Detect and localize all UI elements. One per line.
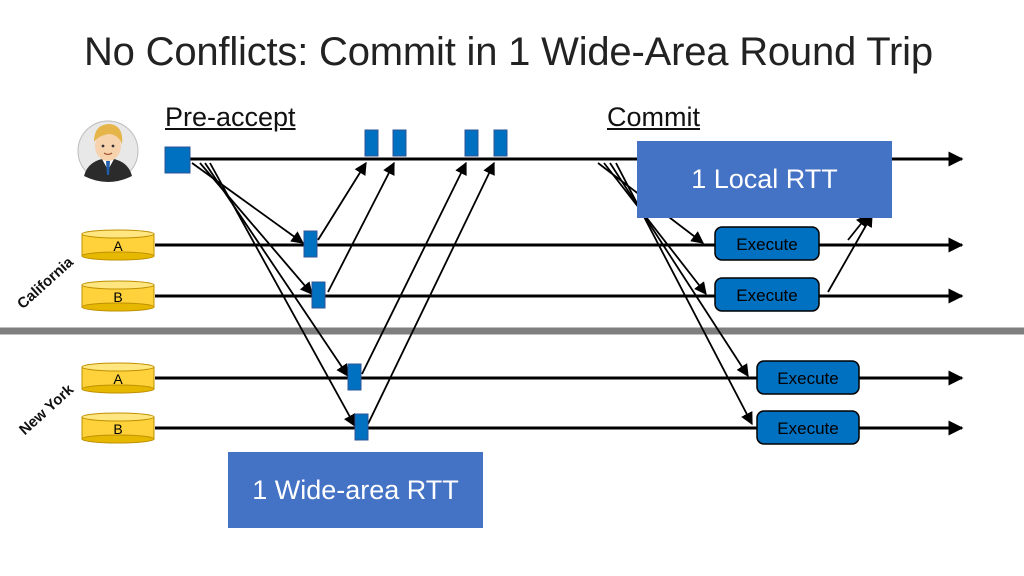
reply-arrow: [827, 213, 873, 293]
reply-marker: [364, 129, 379, 157]
client-request-marker: [164, 146, 191, 174]
server-label: B: [113, 289, 122, 305]
server-label: B: [113, 421, 122, 437]
reply-marker: [493, 129, 508, 157]
event-markers: [164, 129, 508, 441]
local-rtt-callout: 1 Local RTT: [637, 141, 892, 218]
reply-arrow: [367, 161, 495, 425]
execute-ny-b: Execute: [756, 410, 860, 445]
page-title: No Conflicts: Commit in 1 Wide-Area Roun…: [84, 30, 933, 74]
message-arrow: [603, 162, 707, 295]
server-marker: [311, 281, 326, 309]
phase-label-commit: Commit: [607, 102, 700, 132]
wide-area-rtt-callout: 1 Wide-area RTT: [228, 452, 483, 528]
execute-ny-a: Execute: [756, 360, 860, 395]
preaccept-requests: [191, 162, 356, 428]
server-marker: [354, 413, 369, 441]
message-arrow: [609, 162, 749, 378]
reply-marker: [464, 129, 479, 157]
execute-ca-b: Execute: [714, 277, 820, 312]
reply-arrow: [327, 161, 395, 293]
execute-label: Execute: [777, 419, 838, 438]
execute-ca-a: Execute: [714, 226, 820, 261]
server-ny-b: B: [81, 412, 155, 444]
client-avatar-icon: [77, 120, 139, 182]
message-arrow: [204, 162, 349, 378]
preaccept-replies: [317, 161, 495, 425]
reply-marker: [392, 129, 407, 157]
commit-messages: [597, 162, 873, 426]
server-label: A: [113, 371, 123, 387]
reply-arrow: [361, 161, 467, 375]
server-marker: [347, 363, 362, 391]
message-arrow: [209, 162, 356, 428]
server-ny-a: A: [81, 362, 155, 394]
reply-arrow: [317, 161, 367, 241]
execute-label: Execute: [777, 369, 838, 388]
server-marker: [303, 230, 318, 258]
server-ca-b: B: [81, 280, 155, 312]
execute-label: Execute: [736, 286, 797, 305]
message-arrow: [199, 162, 313, 295]
server-ca-a: A: [81, 229, 155, 261]
phase-label-preaccept: Pre-accept: [165, 102, 296, 132]
execute-label: Execute: [736, 235, 797, 254]
reply-arrow: [847, 214, 869, 241]
server-label: A: [113, 238, 123, 254]
